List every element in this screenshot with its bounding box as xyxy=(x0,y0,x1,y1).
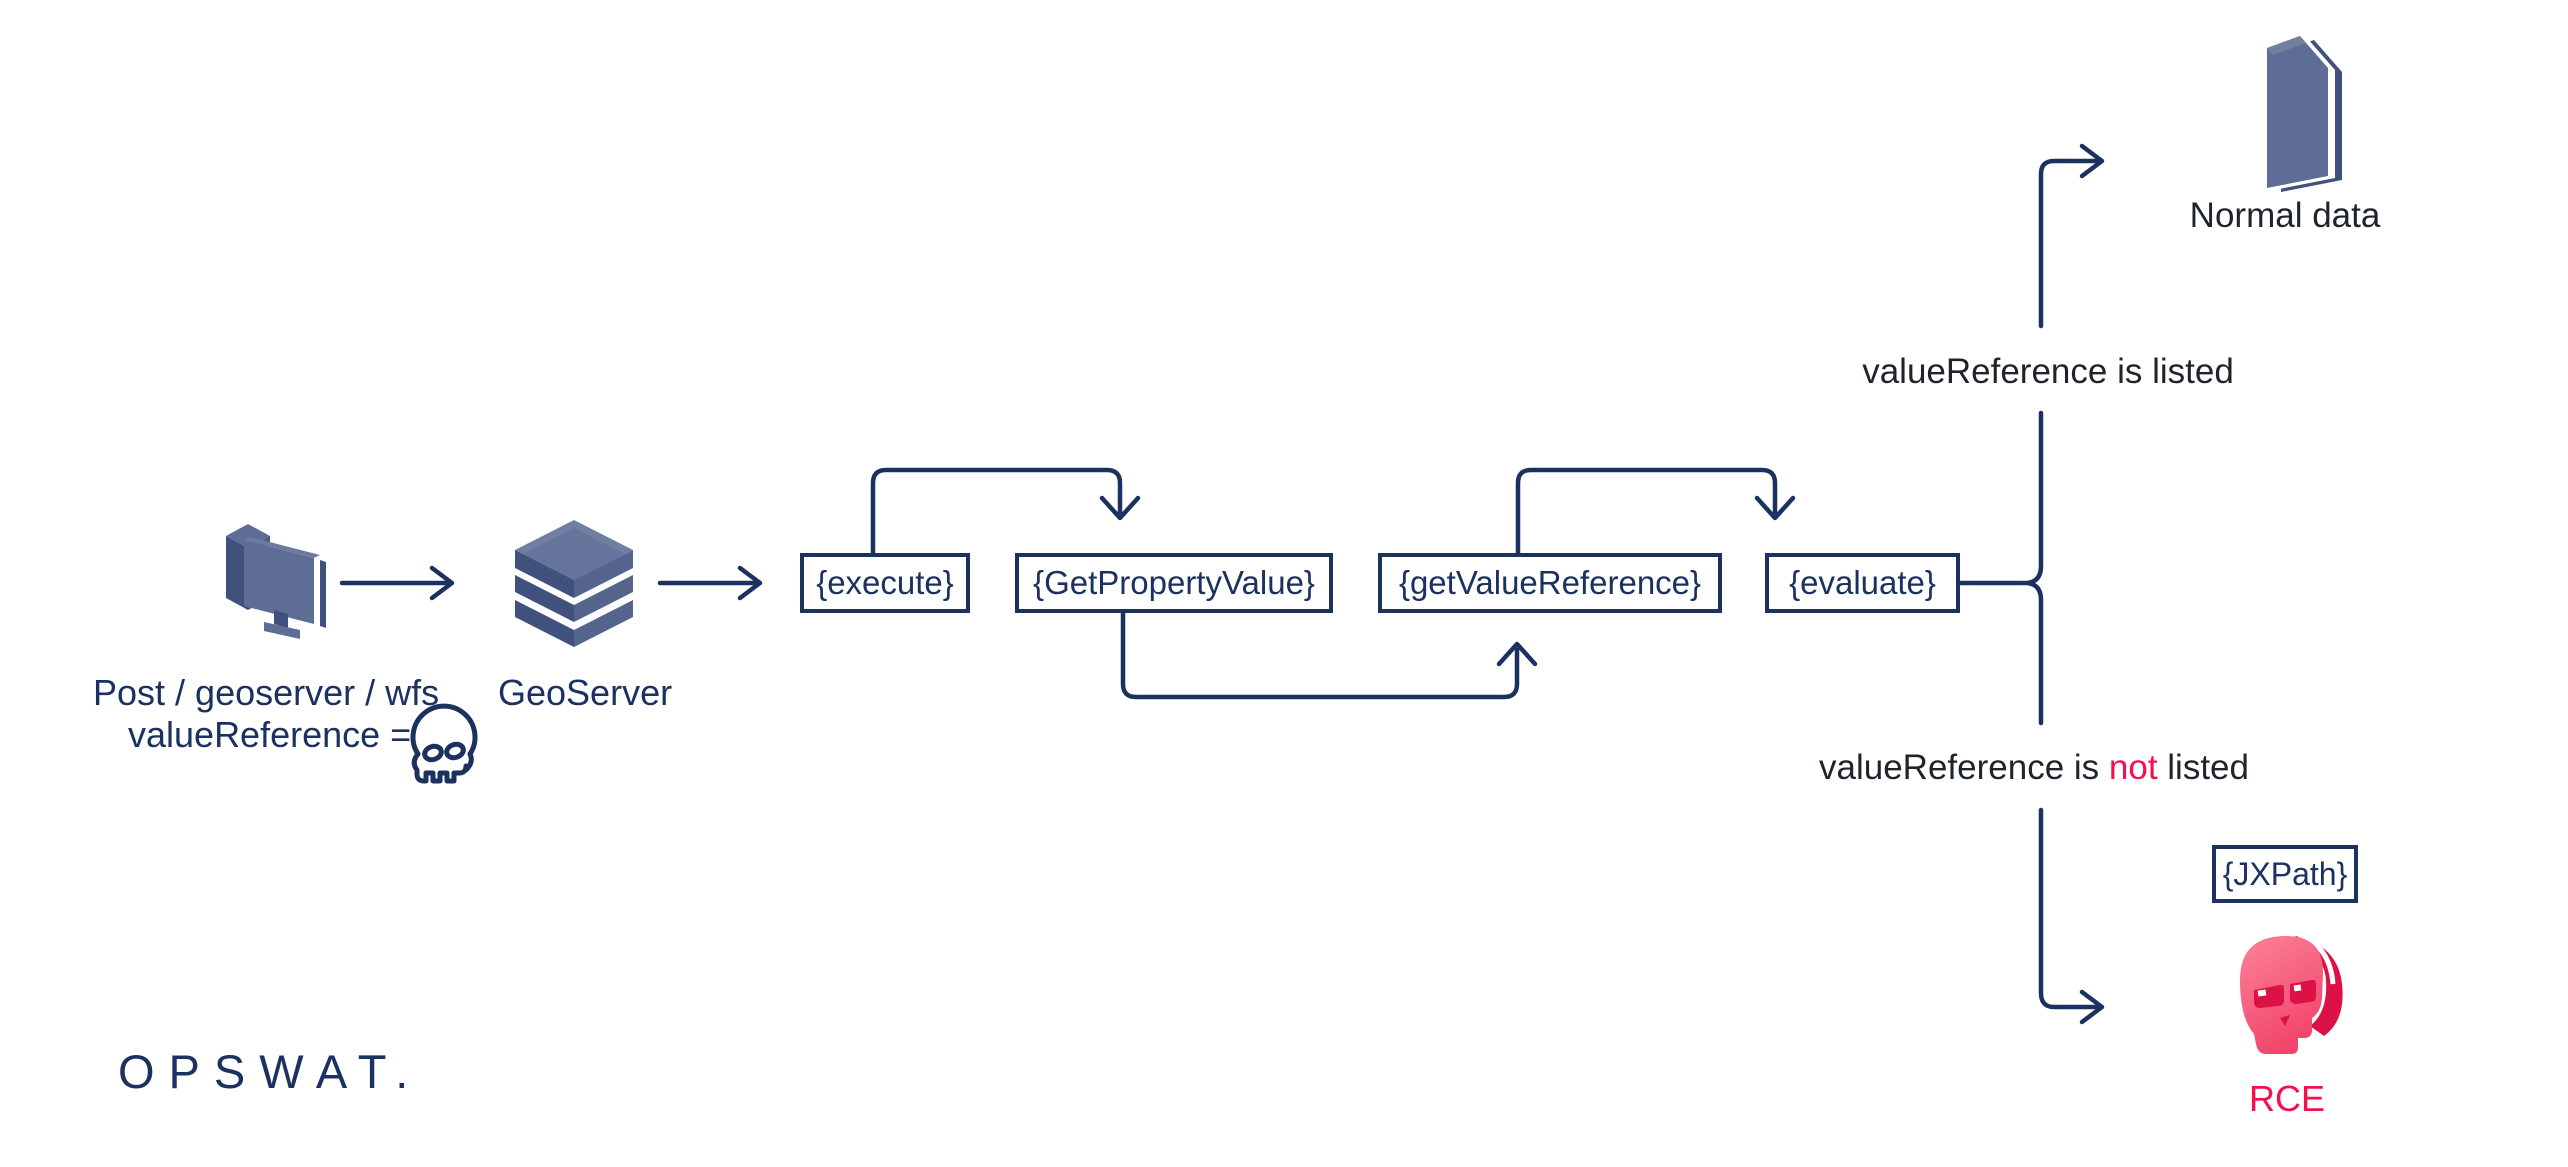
document-icon xyxy=(2267,36,2342,192)
skull-outline-icon xyxy=(410,703,478,784)
condition-not-highlight: not xyxy=(2108,748,2158,787)
flowbox-getpropertyvalue: {GetPropertyValue} xyxy=(1015,553,1333,613)
flowbox-getvaluereference: {getValueReference} xyxy=(1378,553,1722,613)
flowbox-jxpath: {JXPath} xyxy=(2212,845,2358,903)
condition-not-listed-suffix: listed xyxy=(2157,748,2249,787)
arrow-branch-to-rce xyxy=(2038,807,2105,1025)
attacker-request-label: Post / geoserver / wfs xyxy=(93,672,440,713)
attacker-param-label: valueReference = xyxy=(128,714,412,755)
server-label: GeoServer xyxy=(498,672,673,713)
layers-stack-icon xyxy=(515,520,633,647)
rce-label: RCE xyxy=(2248,1078,2326,1119)
rce-skull-icon xyxy=(2240,931,2343,1054)
arrow-branch-to-normal-data xyxy=(2038,143,2105,329)
arrow-attacker-to-geoserver xyxy=(339,565,455,601)
condition-not-listed-prefix: valueReference is xyxy=(1819,748,2109,787)
condition-not-listed-label: valueReference is not listed xyxy=(1819,748,2249,788)
condition-listed-label: valueReference is listed xyxy=(1862,352,2234,391)
connector-execute-to-getpropertyvalue xyxy=(870,467,1141,556)
arrow-geoserver-to-execute xyxy=(657,565,763,601)
connector-getvaluereference-to-evaluate xyxy=(1515,467,1796,556)
flowbox-evaluate: {evaluate} xyxy=(1765,553,1960,613)
opswat-logo: OPSWAT. xyxy=(118,1045,423,1098)
computer-icon xyxy=(226,524,326,639)
connector-evaluate-to-branch xyxy=(1957,410,2044,726)
flowbox-execute: {execute} xyxy=(800,553,970,613)
connector-getpropertyvalue-to-getvaluereference xyxy=(1120,610,1538,700)
normal-data-label: Normal data xyxy=(2189,196,2381,235)
